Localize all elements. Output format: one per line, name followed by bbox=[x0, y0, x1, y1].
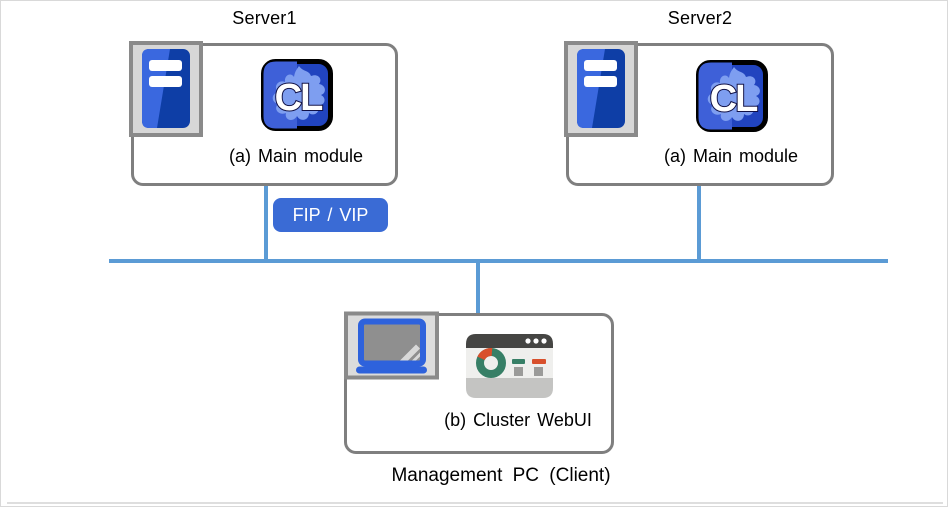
bottom-divider bbox=[7, 502, 943, 504]
server2-title: Server2 bbox=[667, 8, 733, 28]
management-pc-network-connector bbox=[476, 263, 480, 314]
network-bus-line bbox=[109, 259, 888, 263]
cl-app-icon bbox=[261, 59, 333, 131]
dashboard-window-icon bbox=[466, 334, 553, 398]
server1-title: Server1 bbox=[232, 8, 297, 28]
server2-main-module-label: (a) Main module bbox=[663, 146, 799, 166]
server1-network-connector bbox=[264, 185, 268, 260]
laptop-icon bbox=[344, 311, 439, 380]
server-tower-icon bbox=[564, 41, 638, 137]
server2-network-connector bbox=[697, 185, 701, 260]
fip-vip-badge: FIP / VIP bbox=[273, 198, 388, 232]
cluster-webui-label: (b) Cluster WebUI bbox=[444, 410, 592, 430]
server-tower-icon bbox=[129, 41, 203, 137]
server1-main-module-label: (a) Main module bbox=[228, 146, 364, 166]
cl-app-icon bbox=[696, 60, 768, 132]
management-pc-caption: Management PC (Client) bbox=[391, 465, 611, 486]
